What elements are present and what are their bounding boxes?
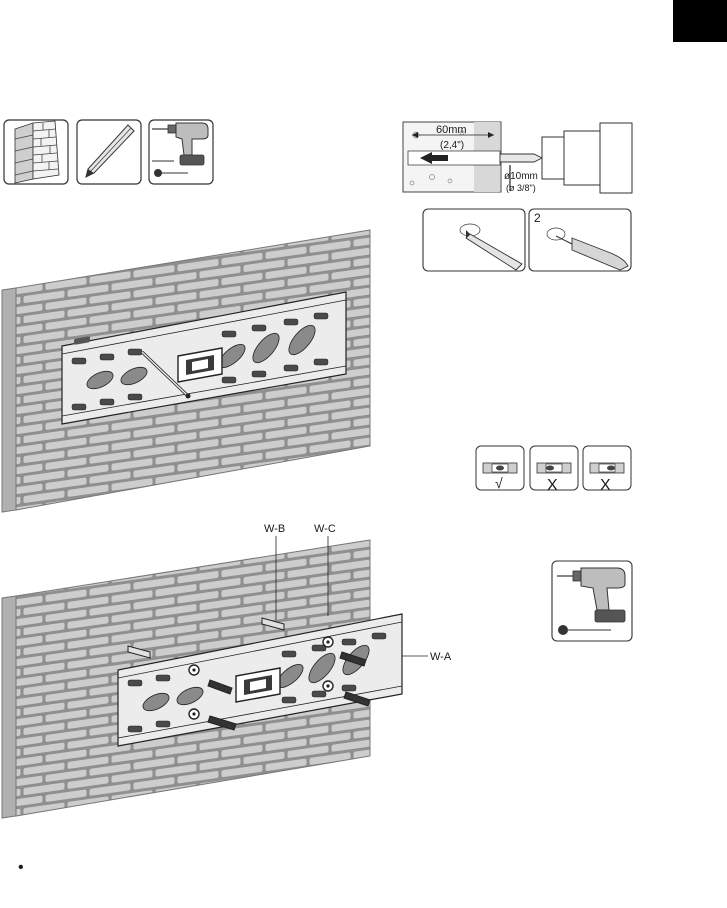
- label-wc: W-C: [314, 523, 336, 535]
- drill-depth-diagram: 60mm (2,4") ø10mm (ø 3/8"): [402, 121, 634, 195]
- drill-screw-panel: [551, 560, 633, 642]
- tool-panel-pencil: [76, 119, 142, 185]
- drill-panel: 2: [528, 208, 632, 272]
- footer-bullet: •: [18, 860, 24, 876]
- level-ok-mark: √: [495, 475, 503, 491]
- mark-panel: [422, 208, 526, 272]
- level-check-ok: √: [475, 445, 525, 491]
- level-check-bad-1: X: [529, 445, 579, 491]
- brick-wall-icon: [3, 119, 69, 185]
- wall-mount-scene-1: [0, 228, 372, 514]
- level-bad-mark-1: X: [547, 477, 558, 491]
- level-check-bad-2: X: [582, 445, 632, 491]
- step-number: 2: [534, 211, 541, 225]
- drill-diameter-in: (ø 3/8"): [506, 183, 536, 193]
- tool-panel-wall: [3, 119, 69, 185]
- drill-depth-in: (2,4"): [440, 140, 464, 151]
- level-bad-mark-2: X: [600, 477, 611, 491]
- level-icon: √: [475, 445, 525, 491]
- label-wa: W-A: [430, 651, 452, 663]
- drill-diameter-mm: ø10mm: [504, 171, 538, 182]
- wall-mount-scene-2: W-B W-C W-A: [0, 520, 470, 820]
- label-wb: W-B: [264, 523, 285, 535]
- tool-panel-drill: [148, 119, 214, 185]
- page-tab: [673, 0, 727, 42]
- drill-depth-mm: 60mm: [436, 124, 467, 136]
- pencil-icon: [76, 119, 142, 185]
